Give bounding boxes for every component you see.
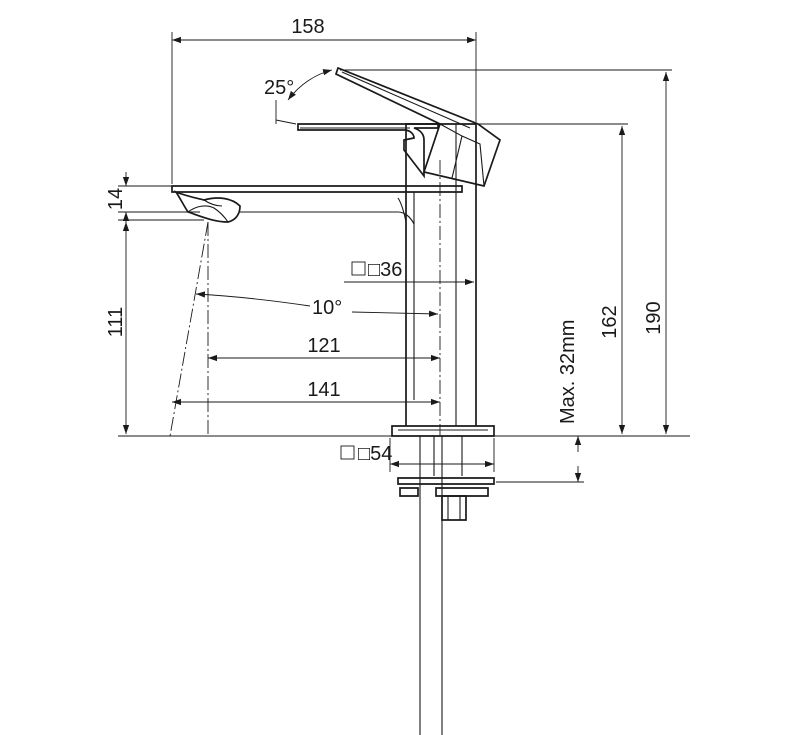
square-symbol-icon <box>351 261 366 276</box>
spout-angle-label: 10° <box>312 297 342 319</box>
dimension-overall-width: 158 <box>171 16 477 184</box>
max-deck-label: Max. 32mm <box>557 320 579 424</box>
dimension-spout-clearance: 111 <box>105 219 690 437</box>
handle-angle-label: 25° <box>264 77 294 99</box>
dimension-spout-height: 14 <box>105 172 200 226</box>
overall-width-label: 158 <box>291 16 324 38</box>
spout-clearance-label: 111 <box>105 307 127 337</box>
dimension-handle-angle: 25° <box>264 69 333 125</box>
dimension-height-190: 190 <box>340 69 672 434</box>
reach-121-label: 121 <box>307 335 340 357</box>
dimension-height-162: 162 <box>478 123 628 434</box>
dimension-spout-angle: 10° <box>195 291 439 319</box>
reach-141-label: 141 <box>307 379 340 401</box>
dimension-base-size: □54 <box>340 438 495 472</box>
base-size-label: □54 <box>358 443 392 465</box>
spout-height-label: 14 <box>105 188 127 210</box>
square-symbol-icon <box>340 445 355 460</box>
body-size-label: □36 <box>368 259 402 281</box>
dimension-reach-121: 121 <box>208 335 440 362</box>
height-162-label: 162 <box>599 305 621 338</box>
dimension-max-deck: Max. 32mm <box>496 320 584 483</box>
dimension-body-size: □36 <box>344 259 474 286</box>
height-190-label: 190 <box>643 301 665 334</box>
faucet-body <box>171 66 502 735</box>
dimension-reach-141: 141 <box>172 379 440 406</box>
